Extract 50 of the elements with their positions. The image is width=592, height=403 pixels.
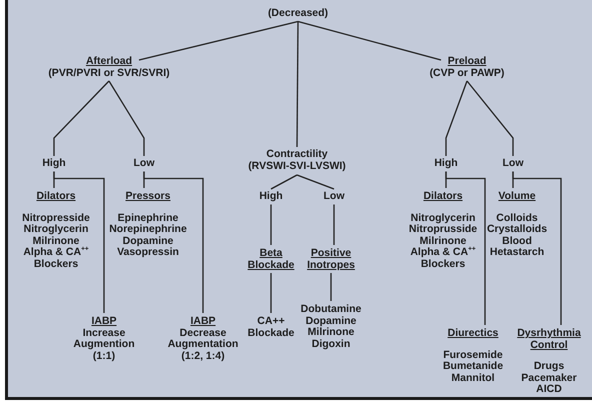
connector-line (333, 204, 335, 245)
connector-line (53, 80, 110, 156)
connector-line (143, 172, 204, 313)
node-heading: IABP (189, 316, 217, 328)
node-label: Low (132, 158, 156, 170)
node-heading: Diurectics (446, 328, 500, 340)
connector-line (53, 172, 105, 313)
node-subtitle: (RVSWI-SVI-LVSWI) (247, 160, 347, 172)
connector-line (108, 80, 145, 156)
connector-line (296, 22, 299, 147)
node-label: High (258, 191, 284, 202)
node-subtitle: (CVP or PAWP) (428, 68, 506, 79)
node-heading: Dysrhythmia Control (516, 328, 582, 351)
node-label: (Decreased) (266, 8, 330, 20)
item-list: Drugs Pacemaker AICD (511, 361, 587, 396)
item-list: Decrease Augmentation (1:2, 1:4) (162, 328, 244, 362)
item-list: Furosemide Bumetanide Mannitol (436, 350, 510, 384)
node-label: CA++ Blockade (246, 316, 296, 339)
node-heading: Pressors (124, 191, 172, 202)
node-heading: Volume (497, 191, 537, 202)
connector-line (298, 20, 442, 61)
node-heading: Preload (446, 56, 488, 68)
node-label: Beta Blockade (246, 248, 296, 271)
connector-line (138, 20, 298, 61)
node-label: High (433, 158, 459, 170)
connector-line (296, 174, 334, 190)
connector-line (512, 172, 562, 325)
connector-line (330, 273, 332, 301)
item-list: Epinephrine Norepinephrine Dopamine Vasopressin (103, 212, 193, 258)
node-heading: IABP (90, 316, 118, 328)
node-label: Low (502, 158, 524, 170)
node-heading: Dilators (422, 191, 464, 202)
connector-line (445, 80, 468, 156)
item-list: Nitroglycerin Nitroprusside Milrinone Alpha & CA$^{++}$ Blockers (406, 212, 480, 270)
node-label: Dobutamine Dopamine Milrinone Digoxin (300, 304, 362, 350)
node-label: Positive Inotropes (306, 248, 356, 271)
node-heading: Afterload (84, 56, 134, 68)
item-list: Increase Augmention (1:1) (67, 328, 141, 362)
node-heading: Contractility (265, 149, 329, 160)
node-subtitle: (PVR/PVRI or SVR/SVRI) (47, 68, 171, 79)
connector-line (270, 174, 298, 190)
connector-line (270, 273, 272, 313)
node-label: Low (322, 191, 346, 202)
node-heading: Dilators (35, 191, 77, 202)
node-label: High (41, 158, 67, 170)
connector-line (466, 80, 514, 156)
item-list: Colloids Crystalloids Blood Hetastarch (481, 212, 553, 258)
connector-line (445, 172, 486, 325)
connector-line (270, 204, 272, 245)
item-list: Nitropresside Nitroglycerin Milrinone Alpha & CA$^{++}$ Blockers (19, 212, 93, 270)
